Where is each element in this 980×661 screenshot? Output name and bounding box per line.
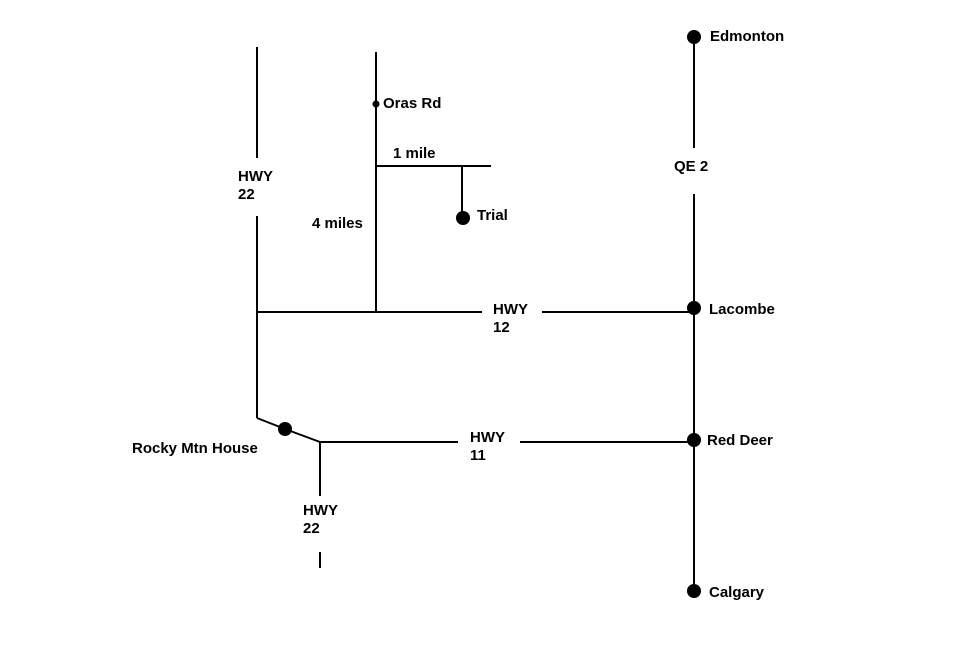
hwy11-label-line1: HWY [470,429,505,446]
red-deer-marker [687,433,701,447]
rocky-mtn-house-label: Rocky Mtn House [132,440,258,457]
oras-rd-marker [372,100,380,108]
calgary-label: Calgary [709,584,765,601]
hwy22-north-label-line2: 22 [238,186,255,203]
hwy22-south-label-line2: 22 [303,520,320,537]
edmonton-marker [687,30,701,44]
hwy11-label-line2: 11 [470,447,486,464]
calgary-marker [687,584,701,598]
edmonton-label: Edmonton [710,28,784,45]
lacombe-label: Lacombe [709,301,775,318]
qe2-label: QE 2 [674,158,708,175]
hwy12-label-line2: 12 [493,319,510,336]
hwy22-north-label-line1: HWY [238,168,273,185]
four-miles-label: 4 miles [312,215,363,232]
lacombe-marker [687,301,701,315]
one-mile-label: 1 mile [393,145,436,162]
hwy12-label-line1: HWY [493,301,528,318]
trial-marker [456,211,470,225]
red-deer-label: Red Deer [707,432,773,449]
hwy22-south-label-line1: HWY [303,502,338,519]
rocky-mtn-house-marker [278,422,292,436]
oras-rd-label: Oras Rd [383,95,441,112]
trial-label: Trial [477,207,508,224]
